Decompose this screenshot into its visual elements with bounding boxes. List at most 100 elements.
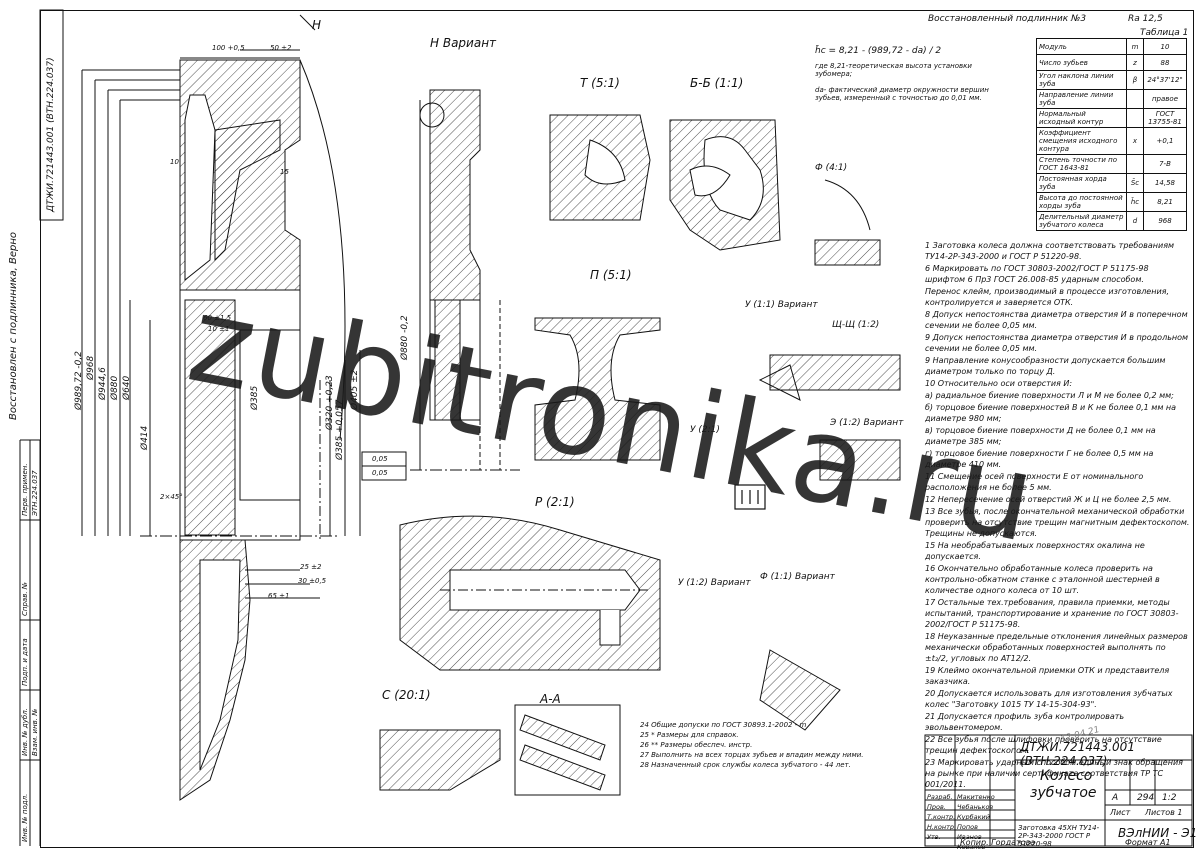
param-symbol: h̄c	[1126, 192, 1144, 212]
title-mass: 294	[1137, 793, 1155, 803]
vzam-label: Взам. инв. №	[31, 708, 39, 756]
formula-line3: da- фактический диаметр окружности верши…	[815, 86, 989, 102]
title-role: Утв.	[927, 833, 941, 841]
note-item: 19 Клеймо окончательной приемки ОТК и пр…	[925, 666, 1170, 686]
small-note-item: 26 ** Размеры обеспеч. инстр.	[640, 741, 753, 749]
note-item: 13 Все зубья, после окончательной механи…	[925, 507, 1190, 538]
title-format: Формат А1	[1125, 838, 1171, 847]
dim-r2: 30 ±0,5	[298, 577, 327, 585]
note-item: 9 Направление конусообразности допускает…	[925, 356, 1166, 376]
inv-podl-label: Инв. № подл.	[21, 793, 29, 842]
note-item: 20 Допускается использовать для изготовл…	[925, 689, 1173, 709]
title-scale: 1:2	[1162, 793, 1177, 803]
title-role: Т.контр.	[927, 813, 956, 821]
note-item: 10 Относительно оси отверстия И:	[925, 379, 1073, 388]
param-symbol: z	[1126, 54, 1144, 71]
param-symbol	[1126, 89, 1144, 109]
title-block-lines	[924, 734, 1193, 847]
dim-15: 15	[280, 168, 289, 176]
param-value: ГОСТ 13755-81	[1143, 108, 1187, 128]
param-symbol: x	[1126, 127, 1144, 155]
title-name: Макитенко	[957, 793, 995, 801]
title-role: Пров.	[927, 803, 946, 811]
dim-r3: 65 ±1	[268, 592, 290, 600]
param-symbol: m	[1126, 38, 1144, 55]
tol-005-b: 0,05	[372, 469, 388, 477]
param-name: Нормальный исходный контур	[1036, 108, 1127, 128]
dim-d5: Ø640	[122, 375, 132, 400]
title-name: Попов	[957, 823, 978, 831]
param-name: Делительный диаметр зубчатого колеса	[1036, 211, 1127, 231]
view-phi41	[814, 179, 881, 266]
param-name: Постоянная хорда зуба	[1036, 173, 1127, 193]
view-p	[534, 317, 661, 461]
view-aa	[514, 704, 621, 796]
title-part-name-2: зубчатое	[1030, 785, 1097, 801]
param-name: Коэффициент смещения исходного контура	[1036, 127, 1127, 155]
note-item: 17 Остальные тех.требования, правила при…	[925, 598, 1179, 629]
technical-notes: 1 Заготовка колеса должна соответствоват…	[925, 240, 1190, 791]
view-h-variant-label: Н Вариант	[430, 36, 497, 50]
param-symbol	[1126, 108, 1144, 128]
note-item: 12 Непересечение осей отверстий Ж и Ц не…	[925, 495, 1172, 504]
note-item: г) торцовое биение поверхности Г не боле…	[925, 449, 1154, 469]
dim-c2: 10 ±1	[208, 325, 230, 333]
dim-d9: Ø320 +0,23	[325, 375, 335, 430]
title-roles: Разраб. Пров. Т.контр. Н.контр. Утв.	[927, 792, 956, 842]
view-t-label: Т (5:1)	[580, 76, 620, 90]
dim-d2: Ø968	[86, 355, 96, 380]
stamp-top: ДТЖИ.721443.001 (ВТН.224.037)	[46, 57, 56, 212]
title-part-name-1: Колесо	[1040, 768, 1093, 784]
param-name: Число зубьев	[1036, 54, 1127, 71]
param-name: Высота до постоянной хорды зуба	[1036, 192, 1127, 212]
title-sheets: Листов 1	[1145, 808, 1183, 817]
view-u12	[759, 649, 841, 731]
param-symbol: β	[1126, 70, 1144, 90]
title-name: Ковалев	[957, 843, 986, 851]
note-item: в) торцовое биение поверхности Д не боле…	[925, 426, 1156, 446]
view-u12-label: У (1:2) Вариант	[678, 578, 751, 588]
dim-d11: Ø385 +0,057	[335, 399, 345, 460]
view-c-label: С (20:1)	[382, 688, 431, 702]
note-item: 22 Все зубья после шлифовки проверить на…	[925, 735, 1162, 755]
dim-top2: 50 ±2	[270, 44, 292, 52]
title-doc-code: ДТЖИ.721443.001 (ВТН.224.037)	[1020, 740, 1135, 768]
dim-c1: 60 ±1,5	[203, 314, 232, 322]
outer-frame	[40, 10, 1194, 848]
param-name: Угол наклона линии зуба	[1036, 70, 1127, 90]
title-name: Чебаньков	[957, 803, 994, 811]
restored-title: Восстановленный подлинник №3	[928, 14, 1087, 24]
podp-label: Подп. и дата	[21, 638, 29, 686]
tol-005-a: 0,05	[372, 455, 388, 463]
title-copied: Копир. Гордатова	[960, 838, 1036, 847]
view-sch-label: Щ-Щ (1:2)	[832, 320, 880, 330]
view-t	[549, 114, 651, 221]
view-e-variant-label: Э (1:2) Вариант	[830, 418, 904, 428]
title-name: Курбакий	[957, 813, 990, 821]
view-u-variant-label: У (1:1) Вариант	[745, 300, 818, 310]
small-note-item: 28 Назначенный срок службы колеса зубчат…	[640, 761, 851, 769]
sprav-label: Справ. №	[21, 581, 29, 616]
param-row: Нормальный исходный контур ГОСТ 13755-81	[1036, 108, 1187, 128]
small-notes: 24 Общие допуски по ГОСТ 30893.1-2002 - …	[640, 720, 890, 770]
title-role: Разраб.	[927, 793, 953, 801]
param-value: 88	[1143, 54, 1187, 71]
note-item: 8 Допуск непостоянства диаметра отверсти…	[925, 310, 1188, 330]
title-role: Н.контр.	[927, 823, 957, 831]
view-h-variant	[410, 89, 520, 471]
note-item: 21 Допускается профиль зуба контролирова…	[925, 712, 1125, 732]
note-item: а) радиальное биение поверхности Л и М н…	[925, 391, 1174, 400]
view-sch	[758, 354, 901, 481]
note-item: 1 Заготовка колеса должна соответствоват…	[925, 241, 1175, 261]
param-symbol: d	[1126, 211, 1144, 231]
formula-line2: где 8,21-теоретическая высота установки …	[815, 62, 972, 78]
eac-mark	[734, 484, 766, 510]
param-symbol	[1126, 154, 1144, 174]
